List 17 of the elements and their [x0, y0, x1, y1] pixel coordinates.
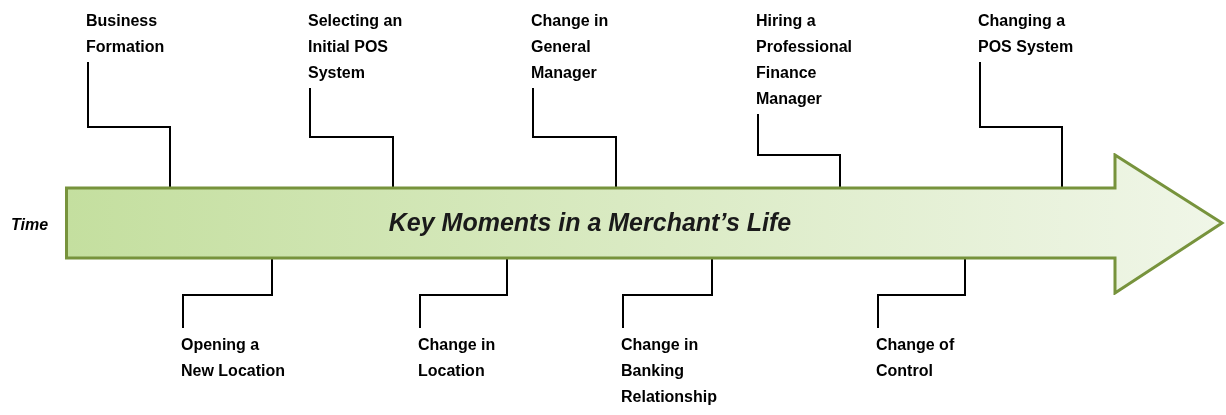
arrow-title: Key Moments in a Merchant’s Life — [388, 207, 792, 239]
milestone-label: Changing a POS System — [978, 8, 1090, 60]
milestone-label: Change in Banking Relationship — [621, 332, 733, 410]
leader-line — [757, 113, 841, 189]
milestone-label: Change of Control — [876, 332, 988, 384]
milestone-label: Change in General Manager — [531, 8, 643, 86]
axis-label: Time — [11, 215, 49, 235]
leader-line — [532, 87, 617, 189]
milestone-label: Change in Location — [418, 332, 530, 384]
milestone-label: Selecting an Initial POS System — [308, 8, 420, 86]
milestone-label: Opening a New Location — [181, 332, 293, 384]
leader-line — [87, 61, 171, 189]
timeline-arrow — [65, 153, 1225, 295]
milestone-label: Business Formation — [86, 8, 198, 60]
leader-line — [309, 87, 394, 189]
milestone-label: Hiring a Professional Finance Manager — [756, 8, 868, 112]
leader-line — [979, 61, 1063, 189]
